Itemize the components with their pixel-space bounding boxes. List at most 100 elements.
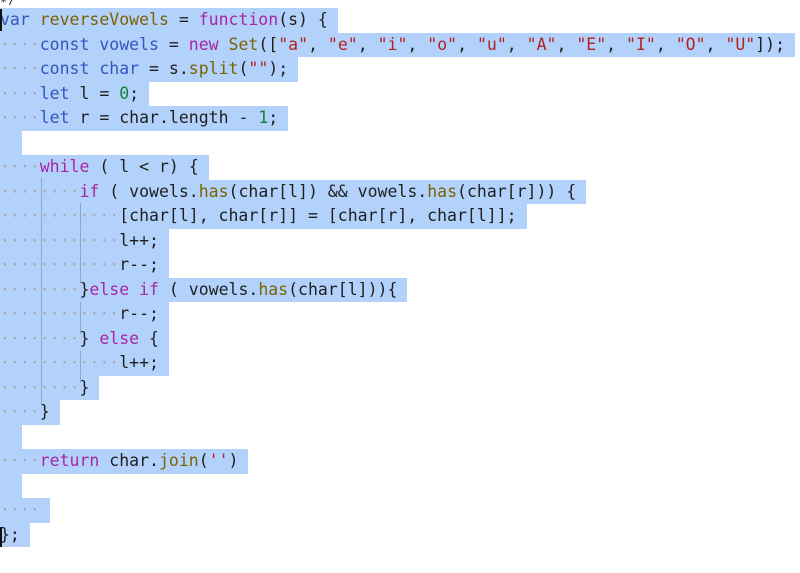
code-token: let bbox=[39, 108, 70, 127]
code-line[interactable]: var reverseVowels = function(s) { bbox=[0, 8, 338, 33]
selection-highlight: ········if ( vowels.has(char[l]) && vowe… bbox=[0, 179, 587, 204]
code-line[interactable]: ····const char = s.split(""); bbox=[0, 57, 299, 82]
code-token: l++; bbox=[119, 230, 159, 250]
text-caret-end bbox=[0, 527, 2, 547]
indent-guide bbox=[41, 178, 42, 404]
code-token: = bbox=[158, 34, 189, 54]
text-caret bbox=[0, 9, 2, 31]
whitespace-marker: ···· bbox=[0, 59, 40, 78]
code-token: let bbox=[39, 83, 70, 103]
code-line[interactable]: ····} bbox=[0, 400, 60, 425]
whitespace-marker: ···· bbox=[0, 451, 40, 470]
code-token: } bbox=[79, 328, 100, 348]
code-token: ); bbox=[268, 59, 289, 78]
selection-highlight bbox=[0, 130, 22, 155]
code-token: else if bbox=[89, 279, 159, 299]
code-token: l++; bbox=[119, 353, 159, 372]
whitespace-marker: ···· bbox=[0, 34, 40, 54]
code-line[interactable]: ············r--; bbox=[0, 302, 169, 327]
code-token: "I" bbox=[626, 34, 656, 54]
code-token: "o" bbox=[427, 34, 458, 54]
code-token: (char[l])){ bbox=[288, 279, 398, 299]
code-token: }; bbox=[0, 524, 20, 544]
indent-guide bbox=[80, 302, 81, 334]
code-line[interactable]: ····while ( l < r) { bbox=[0, 155, 209, 180]
whitespace-marker: ············ bbox=[0, 230, 120, 250]
code-token: "a" bbox=[278, 34, 309, 54]
selection-highlight: var reverseVowels = function(s) { bbox=[0, 8, 338, 33]
whitespace-marker: ········ bbox=[0, 181, 80, 201]
code-token: "i" bbox=[377, 34, 408, 54]
code-token: has bbox=[427, 181, 458, 201]
code-line[interactable]: ····let r = char.length - 1; bbox=[0, 106, 289, 131]
code-line[interactable] bbox=[0, 424, 22, 449]
code-token: "" bbox=[248, 59, 269, 78]
code-token: char. bbox=[99, 451, 159, 470]
whitespace-marker: ···· bbox=[0, 157, 40, 176]
code-token: reverseVowels bbox=[39, 10, 169, 29]
code-token: ( l < r) { bbox=[89, 157, 199, 176]
code-line[interactable]: ············r--; bbox=[0, 253, 169, 278]
partial-top-line: */ bbox=[0, 0, 40, 5]
code-line[interactable]: ············[char[l], char[r]] = [char[r… bbox=[0, 204, 527, 229]
code-token: has bbox=[258, 279, 289, 299]
code-token: , bbox=[506, 34, 527, 54]
selection-highlight: ············l++; bbox=[0, 228, 169, 253]
selection-highlight: ····} bbox=[0, 400, 60, 425]
code-token: } bbox=[79, 377, 90, 397]
code-token: const bbox=[39, 59, 90, 78]
code-token: ( vowels. bbox=[99, 181, 199, 201]
code-token: ]); bbox=[755, 34, 786, 54]
code-token bbox=[89, 59, 99, 78]
code-token: "U" bbox=[725, 34, 756, 54]
code-token: char bbox=[99, 59, 140, 78]
code-token: ( bbox=[238, 59, 249, 78]
code-token: { bbox=[139, 328, 159, 348]
whitespace-marker: ········ bbox=[0, 377, 80, 397]
whitespace-marker: ···· bbox=[0, 402, 40, 421]
code-token: while bbox=[39, 157, 90, 176]
code-line[interactable]: ········} bbox=[0, 375, 100, 400]
indent-guide bbox=[80, 203, 81, 283]
whitespace-marker: ···· bbox=[0, 108, 40, 127]
selection-highlight: ····while ( l < r) { bbox=[0, 155, 209, 180]
code-line[interactable]: }; bbox=[0, 522, 30, 547]
code-token: split bbox=[188, 59, 239, 78]
code-line[interactable] bbox=[0, 473, 22, 498]
whitespace-marker: ············ bbox=[0, 304, 120, 323]
selection-highlight: }; bbox=[0, 522, 30, 547]
code-line[interactable]: ········}else if ( vowels.has(char[l])){ bbox=[0, 277, 408, 302]
code-line[interactable]: ····let l = 0; bbox=[0, 81, 150, 106]
code-line[interactable]: ········if ( vowels.has(char[l]) && vowe… bbox=[0, 179, 587, 204]
code-line[interactable]: ············l++; bbox=[0, 351, 169, 376]
code-line[interactable]: ········} else { bbox=[0, 326, 169, 351]
code-token: else bbox=[99, 328, 140, 348]
code-token: , bbox=[655, 34, 676, 54]
code-line[interactable] bbox=[0, 130, 22, 155]
whitespace-marker: ············ bbox=[0, 206, 120, 225]
code-token: (s) { bbox=[278, 10, 328, 29]
code-line[interactable]: ····return char.join('') bbox=[0, 449, 249, 474]
code-token: } bbox=[79, 279, 90, 299]
code-token: (char[r])) { bbox=[457, 181, 577, 201]
code-line[interactable]: ····const vowels = new Set(["a", "e", "i… bbox=[0, 32, 796, 57]
code-line[interactable]: ············l++; bbox=[0, 228, 169, 253]
code-token: Set bbox=[228, 34, 259, 54]
code-token: , bbox=[308, 34, 328, 54]
code-line[interactable]: ···· bbox=[0, 498, 50, 523]
selection-highlight bbox=[0, 424, 22, 449]
selection-highlight: ············l++; bbox=[0, 351, 169, 376]
whitespace-marker: ········ bbox=[0, 328, 80, 348]
selection-highlight bbox=[0, 473, 22, 498]
code-token: ([ bbox=[258, 34, 279, 54]
selection-highlight: ····let l = 0; bbox=[0, 81, 150, 106]
selection-highlight: ············r--; bbox=[0, 253, 169, 278]
code-token: ) bbox=[228, 451, 239, 470]
code-token: join bbox=[158, 451, 199, 470]
code-token: ; bbox=[268, 108, 279, 127]
code-token: 0 bbox=[119, 83, 130, 103]
whitespace-marker: ···· bbox=[0, 500, 40, 519]
code-token bbox=[219, 35, 229, 54]
code-token: '' bbox=[208, 451, 229, 470]
